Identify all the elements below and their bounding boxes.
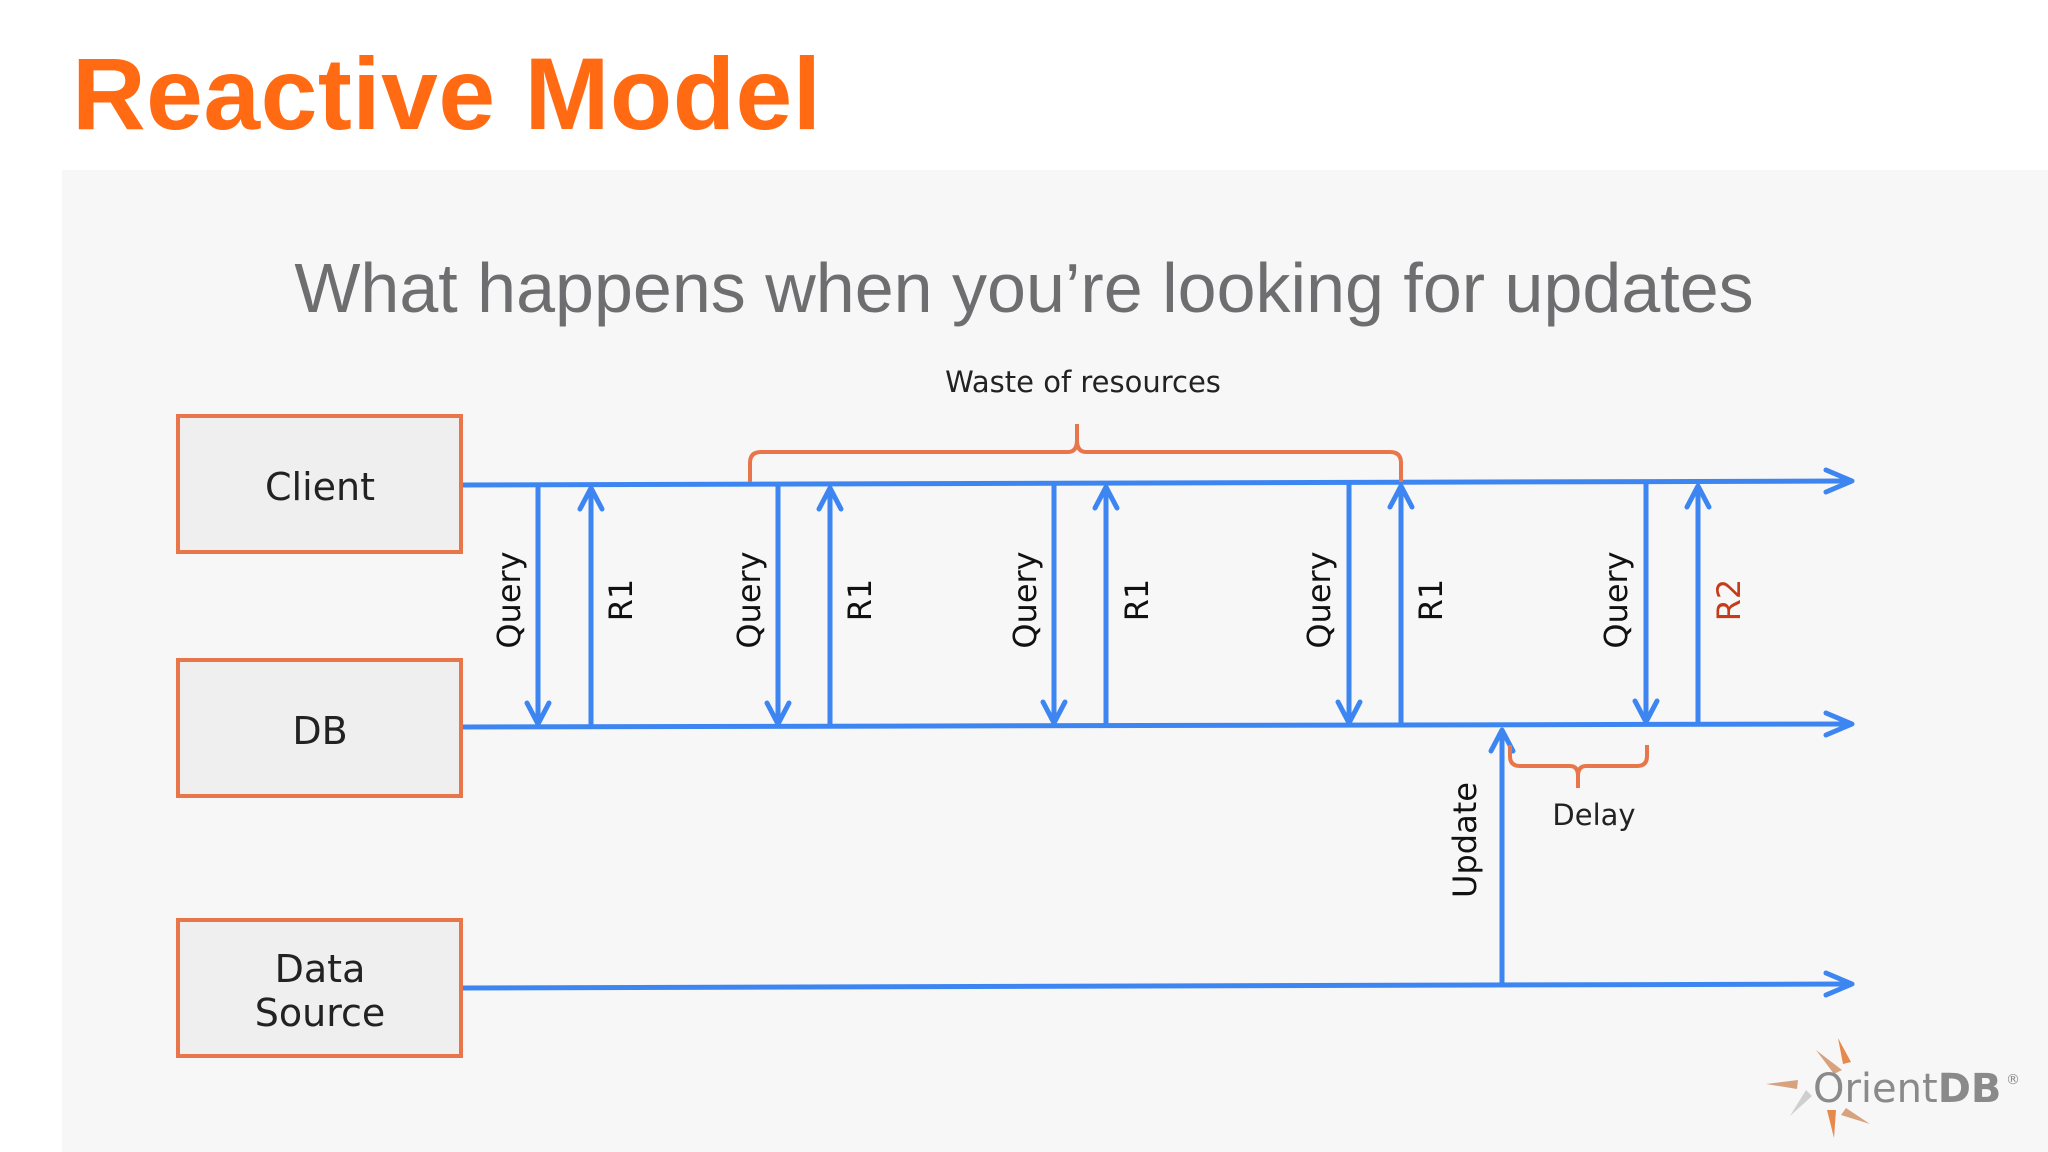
client-label: Client bbox=[265, 465, 375, 509]
query-label-4: Query bbox=[1300, 551, 1338, 648]
query-arrow-2-head bbox=[764, 700, 792, 727]
db-timeline bbox=[462, 721, 1849, 730]
query-label-5: Query bbox=[1597, 551, 1635, 648]
r1-arrow-3-head bbox=[1092, 484, 1120, 511]
delay-brace bbox=[1508, 745, 1649, 788]
r2-label: R2 bbox=[1710, 579, 1748, 622]
r1-label-3: R1 bbox=[1118, 579, 1156, 622]
query-label-3: Query bbox=[1006, 551, 1044, 648]
slide-title: Reactive Model bbox=[72, 37, 822, 151]
db-timeline-arrowhead bbox=[1823, 710, 1855, 738]
r1-arrow-4-head bbox=[1387, 483, 1415, 510]
query-label-2: Query bbox=[730, 551, 768, 648]
orientdb-star-icon bbox=[1766, 1038, 1870, 1138]
orientdb-logo: OrientDB ® bbox=[1766, 1038, 2020, 1138]
query-arrow-5-head bbox=[1632, 698, 1660, 725]
r1-arrow-2-head bbox=[816, 485, 844, 512]
r2-arrow-head bbox=[1684, 483, 1712, 510]
data-source-label-line2: Source bbox=[255, 991, 386, 1035]
data-source-timeline-arrowhead bbox=[1823, 970, 1855, 998]
db-box bbox=[176, 658, 463, 798]
waste-brace bbox=[748, 424, 1403, 482]
db-label: DB bbox=[292, 709, 347, 753]
data-source-timeline bbox=[462, 981, 1849, 991]
r1-arrow-1-head bbox=[577, 485, 605, 512]
query-arrow-1-head bbox=[524, 700, 552, 727]
data-source-box bbox=[176, 918, 463, 1058]
client-timeline-arrowhead bbox=[1823, 467, 1855, 495]
waste-label: Waste of resources bbox=[945, 365, 1221, 399]
client-timeline bbox=[462, 478, 1849, 488]
r1-label-4: R1 bbox=[1412, 579, 1450, 622]
update-label: Update bbox=[1446, 782, 1484, 898]
data-source-label-line1: Data bbox=[275, 947, 366, 991]
client-box bbox=[176, 414, 463, 554]
r1-label-2: R1 bbox=[841, 579, 879, 622]
query-label-1: Query bbox=[490, 551, 528, 648]
query-arrow-4-head bbox=[1335, 699, 1363, 726]
r1-label-1: R1 bbox=[602, 579, 640, 622]
registered-mark: ® bbox=[2006, 1072, 2020, 1088]
delay-label: Delay bbox=[1552, 798, 1635, 832]
update-arrow-head bbox=[1488, 727, 1516, 754]
orientdb-wordmark: OrientDB bbox=[1813, 1066, 2001, 1112]
slide-subtitle: What happens when you’re looking for upd… bbox=[294, 249, 1754, 327]
query-arrow-3-head bbox=[1040, 699, 1068, 726]
